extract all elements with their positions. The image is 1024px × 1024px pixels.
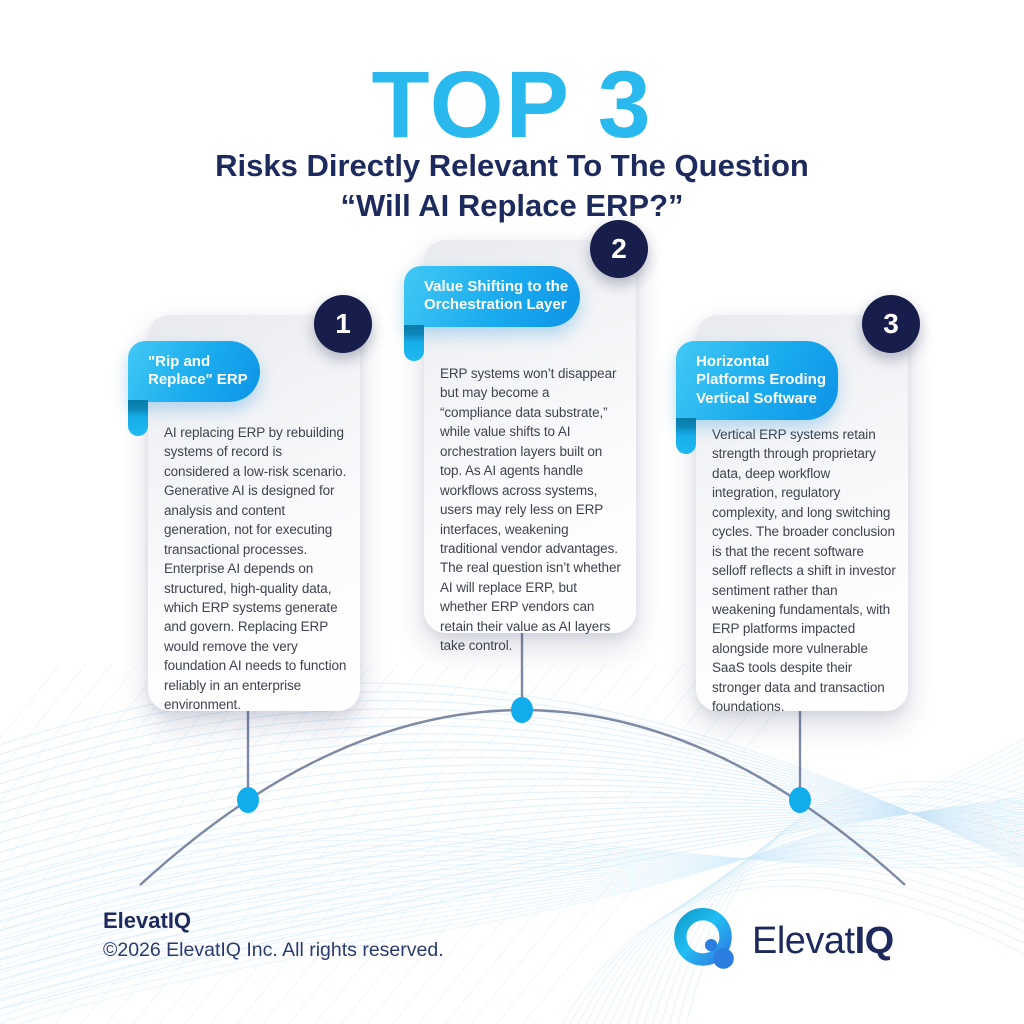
wordmark-regular: Elevat bbox=[752, 919, 855, 962]
footer-copyright: ©2026 ElevatIQ Inc. All rights reserved. bbox=[103, 939, 444, 961]
page-title: TOP 3 bbox=[371, 52, 653, 158]
footer-brand-name: ElevatIQ bbox=[103, 908, 192, 933]
subtitle-line-2: “Will AI Replace ERP?” bbox=[340, 188, 684, 223]
risk-card-3: 3 Horizontal Platforms Eroding Vertical … bbox=[676, 295, 920, 714]
number-badge-2: 2 bbox=[590, 220, 648, 278]
subtitle-line-1: Risks Directly Relevant To The Question bbox=[215, 148, 809, 183]
node-dot-1 bbox=[237, 787, 259, 813]
risk-tag-2-label: Value Shifting to the Orchestration Laye… bbox=[424, 278, 569, 314]
risk-tag-1: "Rip and Replace" ERP bbox=[128, 341, 260, 435]
timeline-arc bbox=[139, 708, 906, 886]
wordmark-bold: IQ bbox=[854, 919, 895, 962]
node-dot-2 bbox=[511, 697, 533, 723]
risk-card-1: 1 "Rip and Replace" ERP AI replacing ERP… bbox=[128, 295, 372, 712]
elevatiq-q-icon bbox=[674, 908, 734, 969]
risk-body-1: AI replacing ERP by rebuilding systems o… bbox=[164, 425, 347, 713]
q-dot bbox=[704, 938, 718, 952]
risk-card-2: 2 Value Shifting to the Orchestration La… bbox=[404, 220, 648, 653]
footer-credits: ElevatIQ ©2026 ElevatIQ Inc. All rights … bbox=[103, 908, 444, 962]
elevatiq-wordmark: ElevatIQ bbox=[752, 920, 894, 963]
elevatiq-logo: ElevatIQ bbox=[673, 906, 894, 976]
number-badge-3: 3 bbox=[862, 295, 920, 353]
q-tail bbox=[713, 948, 734, 969]
risk-tag-3-label: Horizontal Platforms Eroding Vertical So… bbox=[696, 353, 827, 407]
risk-body-3: Vertical ERP systems retain strength thr… bbox=[712, 427, 896, 715]
number-badge-1: 1 bbox=[314, 295, 372, 353]
risk-tag-3: Horizontal Platforms Eroding Vertical So… bbox=[676, 341, 839, 454]
node-dot-3 bbox=[789, 787, 811, 813]
risk-tag-1-label: "Rip and Replace" ERP bbox=[148, 353, 248, 389]
risk-body-2: ERP systems won’t disappear but may beco… bbox=[440, 366, 621, 654]
risk-tag-2: Value Shifting to the Orchestration Laye… bbox=[404, 266, 581, 360]
